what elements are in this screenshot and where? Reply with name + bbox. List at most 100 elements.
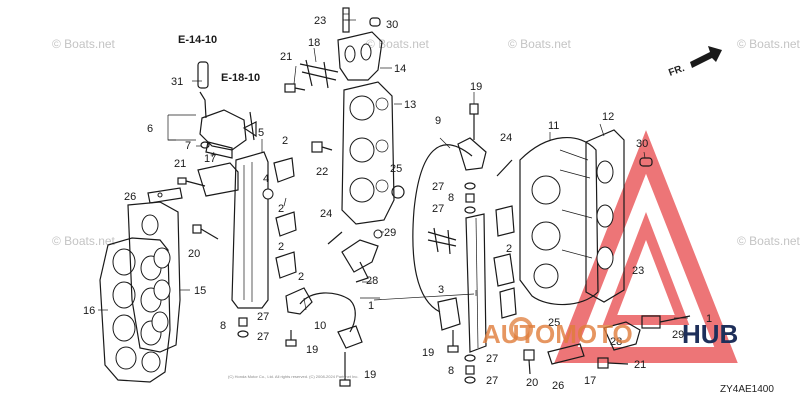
bolt-22: [311, 141, 333, 153]
part-9-fuel-hose: [412, 103, 487, 313]
part-18-clip-mid: [427, 227, 457, 255]
callout-21c: 21: [634, 359, 646, 371]
bolt-19-left: [285, 330, 297, 347]
washer-8-left: [238, 317, 248, 327]
callout-24b: 24: [500, 132, 512, 144]
callout-16: 16: [83, 305, 95, 317]
callout-27b: 27: [257, 331, 269, 343]
callout-20: 20: [188, 248, 200, 260]
part-15-gasket: [127, 201, 181, 353]
callout-27e: 27: [486, 353, 498, 365]
watermark: © Boats.net: [366, 37, 430, 51]
callout-15: 15: [194, 285, 206, 297]
callout-14: 14: [394, 63, 406, 75]
callout-29b: 29: [672, 329, 684, 341]
callout-19c: 19: [470, 81, 482, 93]
oring-27-mid: [464, 182, 476, 214]
part-18-clip: [299, 59, 339, 89]
ref-e-14-10: E-14-10: [178, 34, 217, 46]
callout-12: 12: [602, 111, 614, 123]
callout-2e: 2: [506, 243, 512, 255]
callout-5: 5: [258, 127, 264, 139]
callout-20b: 20: [526, 377, 538, 389]
callout-30b: 30: [636, 138, 648, 150]
callout-4: 4: [263, 173, 269, 185]
oring-27-left: [237, 330, 249, 338]
pin-30-right: [639, 157, 653, 167]
callout-1: 1: [368, 300, 374, 312]
callout-8c: 8: [448, 365, 454, 377]
logo-text-automoto: AUTOMOTO: [482, 319, 633, 349]
callout-27d: 27: [432, 203, 444, 215]
callout-2b: 2: [278, 203, 284, 215]
watermark: © Boats.net: [52, 37, 116, 51]
callout-30: 30: [386, 19, 398, 31]
logo-gear-icon: [509, 317, 533, 341]
callout-24: 24: [320, 208, 332, 220]
callout-29: 29: [384, 227, 396, 239]
callout-27c: 27: [432, 181, 444, 193]
callout-3: 3: [438, 284, 444, 296]
bolt-21: [177, 177, 206, 187]
part-14-gasket: [337, 31, 383, 81]
logo-triangle-inner: [602, 212, 690, 325]
callout-8b: 8: [448, 192, 454, 204]
stud-24-right: [496, 159, 513, 177]
watermark: © Boats.net: [737, 234, 800, 248]
diagram-code: ZY4AE1400: [720, 384, 774, 395]
leader-lines: [98, 19, 688, 319]
callout-28b: 28: [610, 336, 622, 348]
bolt-21-top: [284, 83, 306, 93]
callout-26b: 26: [552, 380, 564, 392]
callout-31: 31: [171, 76, 183, 88]
callout-21: 21: [174, 158, 186, 170]
washer-8-lower: [465, 365, 475, 375]
callout-22: 22: [316, 166, 328, 178]
washer-8-mid: [465, 193, 475, 203]
callout-labels: E-14-10 E-18-10 31 6 7 17 5 21 26 20 15 …: [83, 15, 712, 392]
callout-9: 9: [435, 115, 441, 127]
copyright-line: (C) Honda Motor Co., Ltd. All rights res…: [228, 374, 359, 379]
bolt-20: [192, 224, 219, 240]
callout-2: 2: [282, 135, 288, 147]
callout-8: 8: [220, 320, 226, 332]
part-2-clips: [262, 157, 297, 279]
front-direction-arrow: [690, 46, 722, 68]
callout-13: 13: [404, 99, 416, 111]
part-5-injector-bracket: [197, 151, 269, 309]
callout-17: 17: [204, 153, 216, 165]
part-16-gasket: [99, 237, 171, 383]
part-28-sensor-right: [603, 315, 691, 351]
callout-25: 25: [390, 163, 402, 175]
callout-1b: 1: [706, 313, 712, 325]
part-11-intake-manifold: [519, 137, 599, 306]
callout-25b: 25: [548, 317, 560, 329]
callout-11: 11: [548, 120, 559, 132]
callout-6: 6: [147, 123, 153, 135]
front-direction-label: FR.: [667, 63, 686, 79]
callout-7: 7: [185, 140, 191, 152]
part-12-gasket: [585, 129, 625, 303]
watermark: © Boats.net: [737, 37, 800, 51]
callout-27a: 27: [257, 311, 269, 323]
bolt-19-center: [339, 352, 351, 387]
oring-27-lower: [464, 354, 476, 384]
callout-2d: 2: [298, 271, 304, 283]
callout-18: 18: [308, 37, 320, 49]
callout-17b: 17: [584, 375, 596, 387]
callout-28: 28: [366, 275, 378, 287]
ref-e-18-10: E-18-10: [221, 72, 260, 84]
callout-27f: 27: [486, 375, 498, 387]
callout-10: 10: [314, 320, 326, 332]
callout-23b: 23: [632, 265, 644, 277]
seal-25: [391, 185, 405, 199]
stud-24-left: [327, 231, 343, 245]
callout-19b: 19: [364, 369, 376, 381]
callout-23: 23: [314, 15, 326, 27]
watermark: © Boats.net: [508, 37, 572, 51]
callout-2c: 2: [278, 241, 284, 253]
washer-7: [200, 141, 210, 149]
bolt-20-lower: [523, 349, 535, 375]
